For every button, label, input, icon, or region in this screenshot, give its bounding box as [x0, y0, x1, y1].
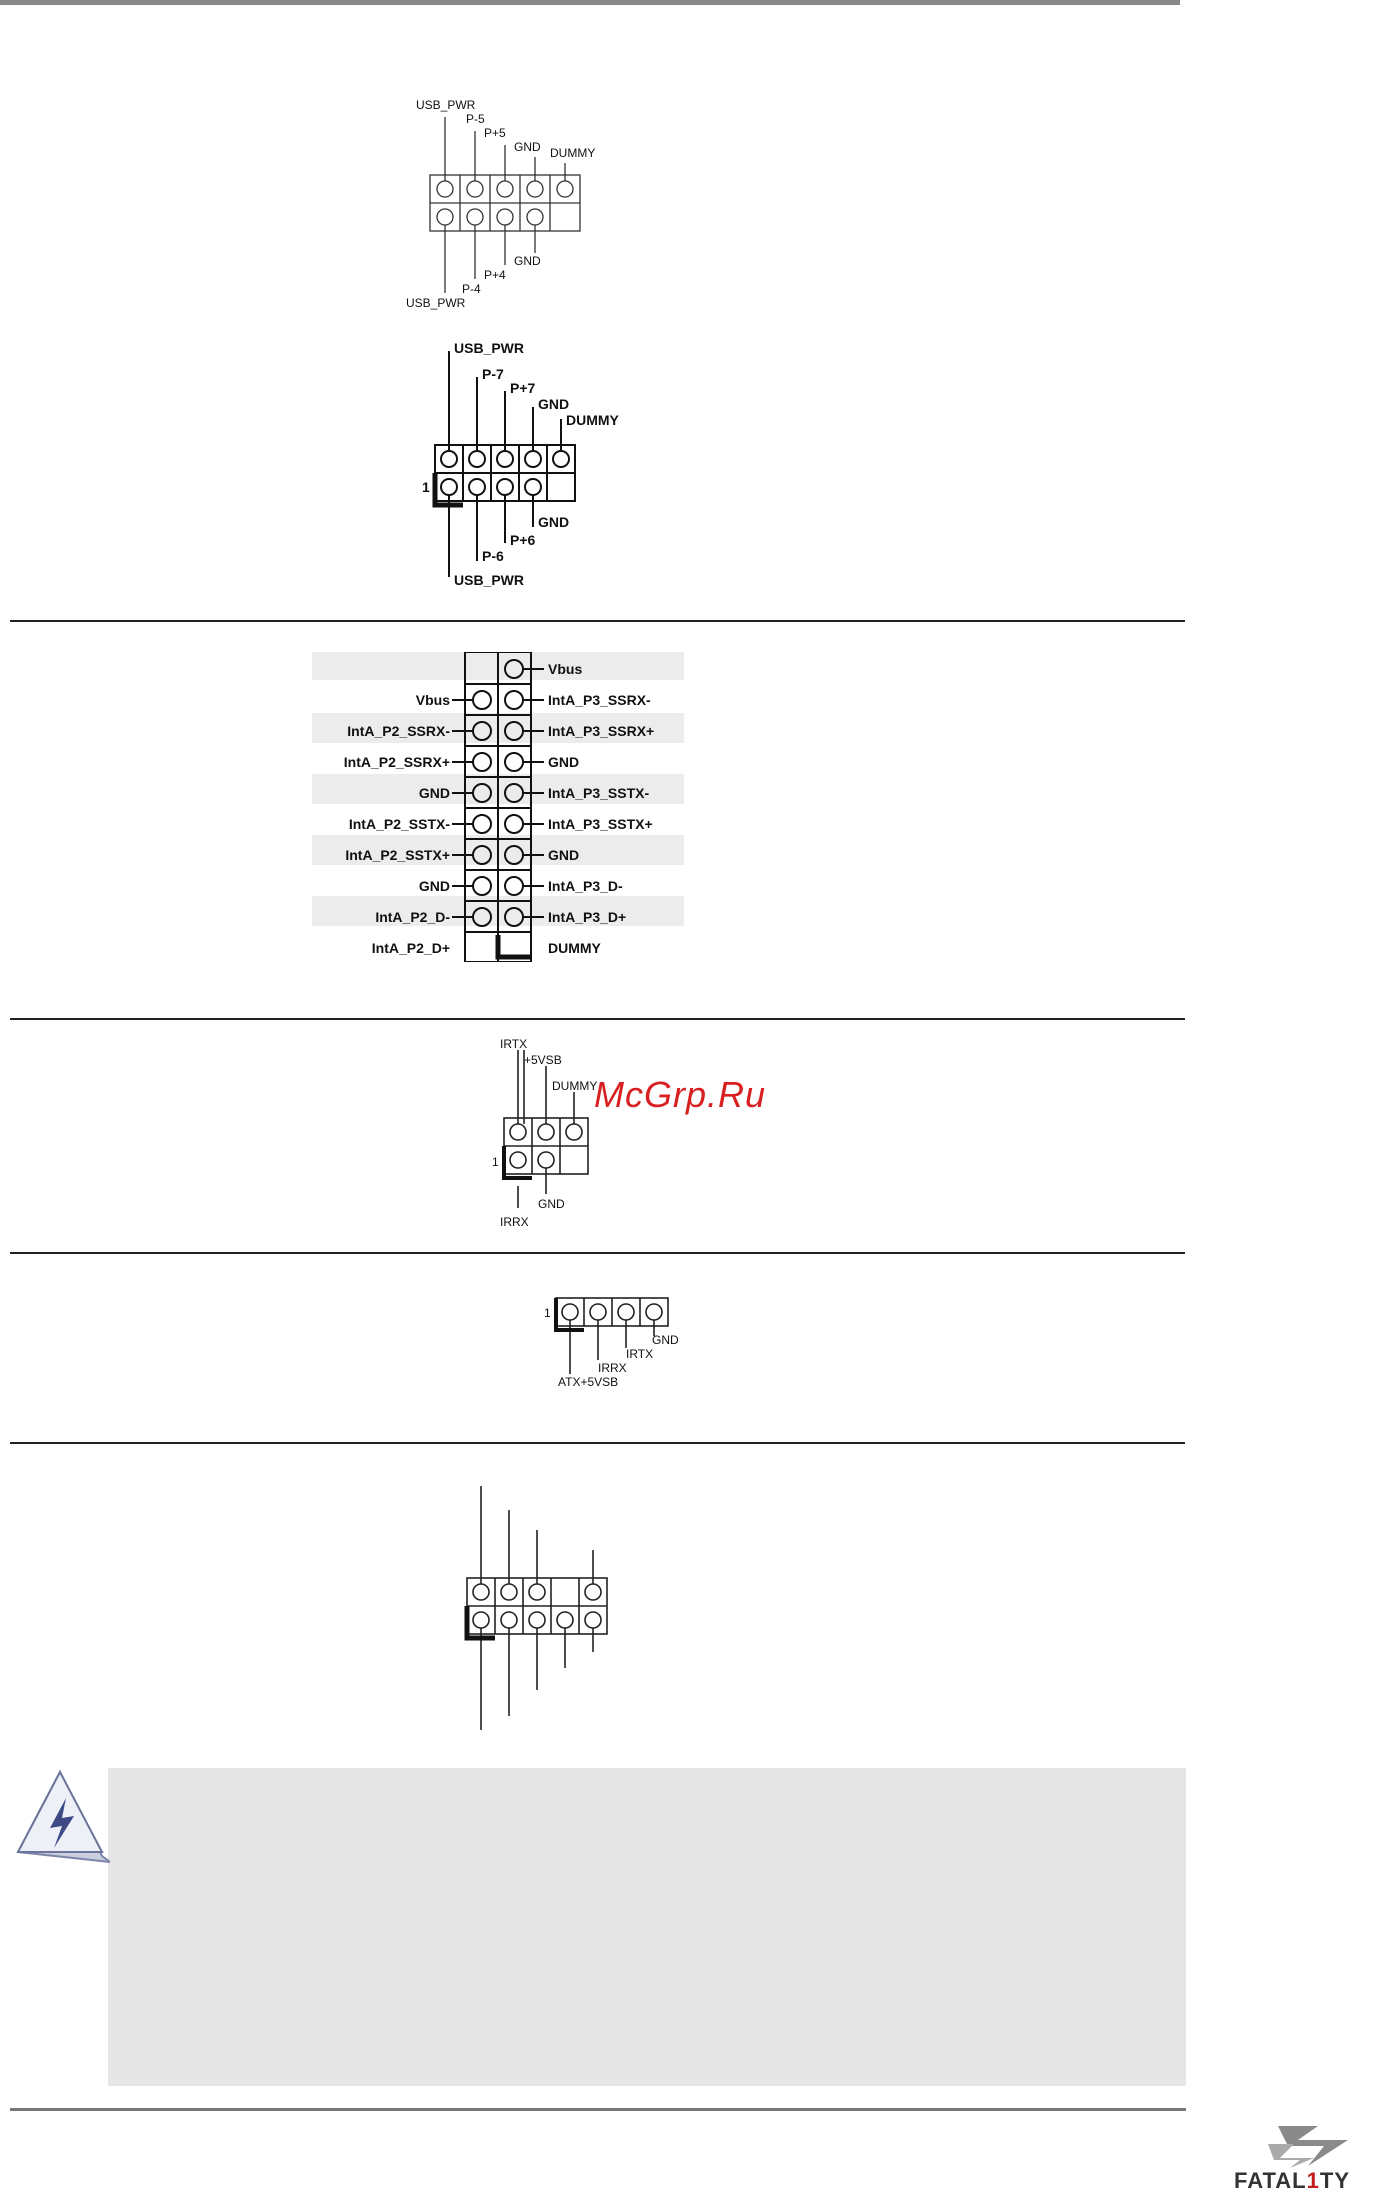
section-divider — [10, 1018, 1185, 1020]
usb3-right-label-3: IntA_P3_SSTX- — [548, 785, 649, 801]
footer-rule — [10, 2108, 1186, 2111]
section-divider — [10, 1442, 1185, 1444]
usb2a-label-p+4: P+4 — [484, 268, 506, 282]
usb3-right-label-5: GND — [548, 847, 579, 863]
fatal1ty-logo-icon — [1268, 2126, 1348, 2168]
usb3-label-vbus-top: Vbus — [548, 661, 582, 677]
section-divider — [10, 620, 1185, 622]
ir-label-irtx: IRTX — [500, 1037, 527, 1051]
usb2b-label-p-7: P-7 — [482, 366, 504, 382]
usb2a-label-usb-pwr-b: USB_PWR — [406, 296, 466, 310]
ten-pin-header-diagram — [464, 1486, 608, 1730]
usb2-header-diagram-b: 1 USB_PWR P-7 P+7 GND DUMMY GND P+6 P-6 … — [422, 340, 620, 588]
usb3-right-label-4: IntA_P3_SSTX+ — [548, 816, 653, 832]
usb3-right-label-2: GND — [548, 754, 579, 770]
cir-header-diagram: 1 GND IRTX IRRX ATX+5VSB — [544, 1297, 679, 1389]
usb2a-label-p-4: P-4 — [462, 282, 481, 296]
cir-label-irrx: IRRX — [598, 1361, 627, 1375]
ir-label-dummy: DUMMY — [552, 1079, 597, 1093]
usb3-right-label-1: IntA_P3_SSRX+ — [548, 723, 654, 739]
usb2b-label-gnd-b: GND — [538, 514, 569, 530]
ir-label-irrx: IRRX — [500, 1215, 529, 1229]
header-bar — [0, 0, 1180, 5]
ir-label-gnd: GND — [538, 1197, 565, 1211]
warning-note-box — [108, 1768, 1186, 2086]
usb3-right-label-0: IntA_P3_SSRX- — [548, 692, 651, 708]
usb3-left-label-7: IntA_P2_D- — [375, 909, 450, 925]
cir-label-irtx: IRTX — [626, 1347, 653, 1361]
usb3-left-label-1: IntA_P2_SSRX- — [347, 723, 450, 739]
usb3-right-label-7: IntA_P3_D+ — [548, 909, 626, 925]
usb2a-label-dummy: DUMMY — [550, 146, 595, 160]
ir-label-5vsb: +5VSB — [524, 1053, 562, 1067]
usb2b-label-p+7: P+7 — [510, 380, 536, 396]
usb3-left-label-6: GND — [419, 878, 450, 894]
usb2a-label-usb-pwr: USB_PWR — [416, 98, 476, 112]
usb2b-label-dummy: DUMMY — [566, 412, 620, 428]
usb2b-label-usb-pwr: USB_PWR — [454, 340, 524, 356]
warning-lightning-icon — [16, 1769, 110, 1864]
usb3-right-label-8: DUMMY — [548, 940, 602, 956]
ir-pin1: 1 — [492, 1155, 499, 1169]
usb2b-label-p-6: P-6 — [482, 548, 504, 564]
usb2a-label-gnd-b: GND — [514, 254, 541, 268]
usb3-header-diagram: Vbus Vbus IntA_P2_SSRX- IntA_P2_SSRX+ GN… — [312, 652, 684, 962]
usb3-left-label-8: IntA_P2_D+ — [372, 940, 450, 956]
fatal1ty-logo-text: FATAL1TY — [1234, 2168, 1350, 2193]
section-divider — [10, 1252, 1185, 1254]
usb2b-label-gnd: GND — [538, 396, 569, 412]
usb2a-label-p-5: P-5 — [466, 112, 485, 126]
cir-label-gnd: GND — [652, 1333, 679, 1347]
usb2a-label-p+5: P+5 — [484, 126, 506, 140]
cir-label-atx5vsb: ATX+5VSB — [558, 1375, 618, 1389]
watermark: McGrp.Ru — [594, 1074, 767, 1115]
usb2b-label-p+6: P+6 — [510, 532, 536, 548]
usb2b-label-usb-pwr-b: USB_PWR — [454, 572, 524, 588]
usb3-left-label-4: IntA_P2_SSTX- — [349, 816, 450, 832]
usb3-right-label-6: IntA_P3_D- — [548, 878, 623, 894]
usb3-left-label-2: IntA_P2_SSRX+ — [344, 754, 450, 770]
usb3-left-label-5: IntA_P2_SSTX+ — [345, 847, 450, 863]
ir-header-diagram: 1 IRTX +5VSB DUMMY GND IRRX — [492, 1037, 597, 1229]
usb2b-pin1: 1 — [422, 479, 430, 495]
cir-pin1: 1 — [544, 1306, 551, 1320]
usb2-header-diagram-a: USB_PWR P-5 P+5 GND DUMMY GND P+4 P-4 US… — [406, 98, 595, 310]
usb3-left-label-3: GND — [419, 785, 450, 801]
usb2a-label-gnd: GND — [514, 140, 541, 154]
usb3-left-label-0: Vbus — [416, 692, 450, 708]
